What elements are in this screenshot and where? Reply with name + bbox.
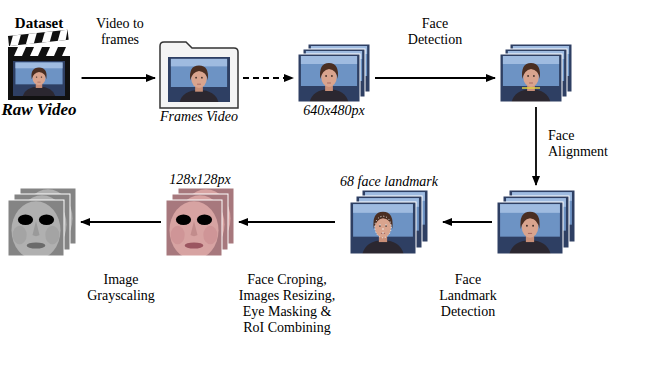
picture-area — [350, 190, 428, 254]
picture-area — [500, 44, 572, 102]
picture-area — [8, 188, 76, 256]
landmark-stack — [350, 190, 428, 254]
cropped-face-stack: 128x128px — [166, 171, 234, 256]
connectors — [81, 78, 536, 222]
step-label: Image Grayscaling — [84, 272, 158, 304]
clapper-arm — [8, 30, 69, 46]
node-caption: Frames Video — [160, 108, 238, 125]
step-label-holder: Face Landmark Detection — [434, 272, 502, 320]
step-label: Video to frames — [87, 16, 153, 48]
detection-stack — [500, 44, 572, 102]
landmark-frame-stack: 68 face landmark — [340, 173, 438, 254]
step-label: Face Croping, Images Resizing, Eye Maski… — [235, 272, 339, 336]
node-heading: Dataset — [15, 14, 63, 32]
flow-arrow — [443, 221, 492, 223]
frame-stack: 640x480px — [298, 44, 370, 119]
picture-area — [160, 40, 238, 108]
grayscale-face-stack — [8, 188, 76, 256]
clapperboard-icon — [8, 30, 70, 100]
step-label-holder: Face Alignment — [548, 128, 620, 160]
frame-stack — [298, 44, 370, 102]
step-label-holder: Face Detection — [400, 16, 470, 48]
picture-area — [8, 32, 70, 100]
step-label: Face Detection — [400, 16, 470, 48]
picture-area — [497, 190, 575, 254]
node-heading: 128x128px — [169, 171, 230, 188]
node-heading: 68 face landmark — [340, 173, 438, 190]
folder-icon — [160, 42, 238, 108]
flow-arrow — [375, 77, 495, 79]
flow-arrow — [81, 221, 161, 223]
clapper-body — [8, 56, 70, 100]
flow-arrow — [535, 107, 537, 185]
flow-arrow — [82, 77, 155, 79]
aligned-stack — [497, 190, 575, 254]
detection-mark — [522, 87, 540, 89]
landmark-points — [375, 216, 391, 238]
flow-arrow — [243, 77, 293, 79]
step-label-holder: Face Croping, Images Resizing, Eye Maski… — [235, 272, 339, 336]
step-label: Face Alignment — [548, 128, 620, 160]
detected-frame-stack — [500, 44, 572, 102]
picture-area — [298, 44, 370, 102]
step-label-holder: Image Grayscaling — [84, 272, 158, 304]
flow-arrow — [239, 221, 335, 223]
grayscale-stack — [8, 188, 76, 260]
video-frame — [168, 57, 230, 102]
node-caption: Raw Video — [1, 100, 76, 120]
step-label-holder: Video to frames — [87, 16, 153, 48]
raw-video-source: DatasetRaw Video — [1, 14, 76, 120]
frames-folder: Frames Video — [160, 40, 238, 125]
clapper-bar — [8, 47, 70, 56]
cropped-stack — [166, 188, 234, 260]
node-caption: 640x480px — [303, 102, 364, 119]
aligned-frame-stack — [497, 190, 575, 254]
step-label: Face Landmark Detection — [434, 272, 502, 320]
video-frame — [13, 61, 65, 96]
picture-area — [166, 188, 234, 256]
